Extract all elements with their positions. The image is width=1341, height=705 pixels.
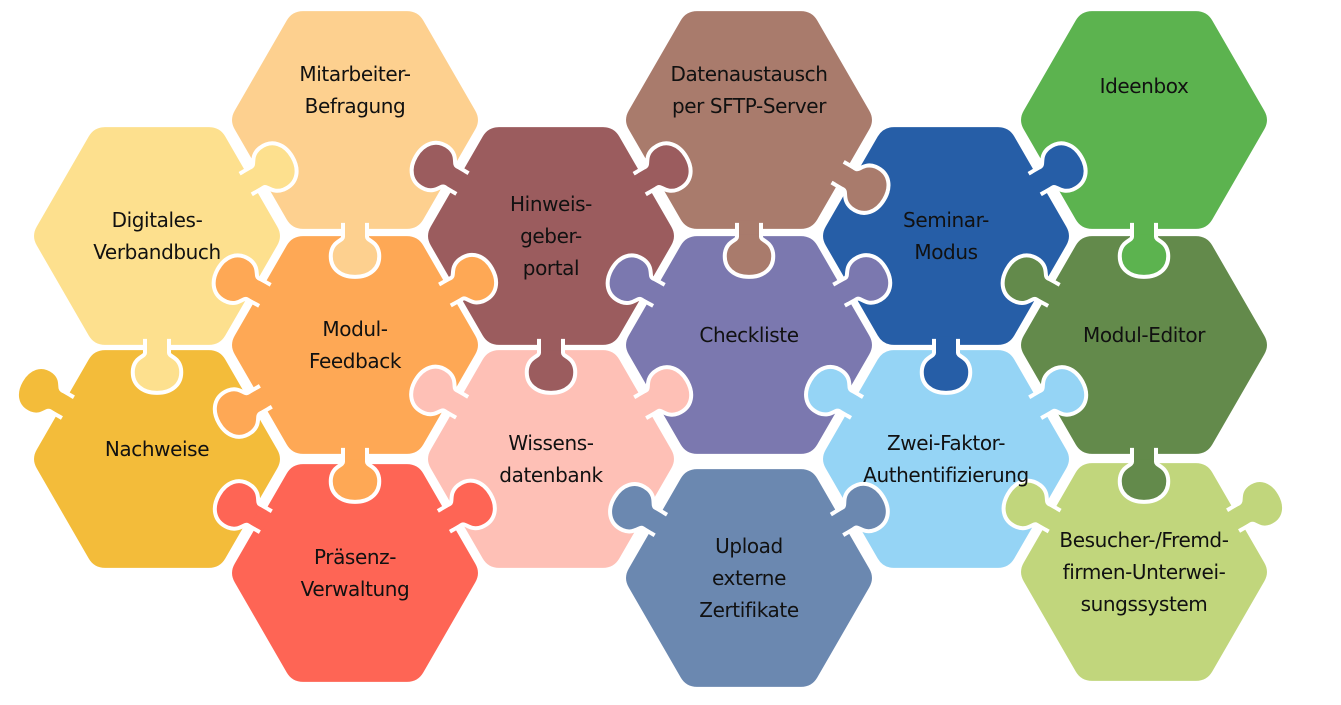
piece-label-nachweise: Nachweise	[105, 437, 209, 461]
piece-label-line: portal	[523, 256, 579, 280]
piece-label-seminar-modus: Seminar- Modus	[903, 208, 989, 264]
puzzle-tab-ideenbox-to-modul-editor	[1117, 220, 1171, 279]
piece-label-line: Befragung	[305, 94, 406, 118]
puzzle-piece-praesenz-verwaltung	[228, 460, 482, 686]
puzzle-tab-checkliste-to-hinweisgeberportal	[605, 253, 666, 308]
piece-label-ideenbox: Ideenbox	[1100, 74, 1189, 98]
piece-label-line: firmen-Unterwei-	[1063, 560, 1226, 584]
piece-label-line: Authentifizierung	[863, 463, 1029, 487]
piece-label-line: Zertifikate	[699, 598, 799, 622]
piece-label-line: Modul-Editor	[1083, 323, 1206, 347]
piece-label-line: Checkliste	[699, 323, 798, 347]
puzzle-tab-wissensdatenbank-to-checkliste	[633, 365, 694, 420]
piece-label-line: Nachweise	[105, 437, 209, 461]
piece-label-line: Präsenz-	[314, 545, 396, 569]
piece-label-line: Zwei-Faktor-	[887, 431, 1005, 455]
puzzle-piece-datenaustausch-sftp	[622, 7, 876, 233]
puzzle-tab-mitarbeiter-befragung-to-modul-feedback	[328, 220, 382, 279]
piece-label-modul-feedback: Modul- Feedback	[309, 317, 402, 373]
puzzle-tab-zwei-faktor-authentifizierung-to-checkliste	[804, 364, 865, 420]
puzzle-tab-modul-feedback-to-nachweise	[212, 384, 273, 439]
piece-label-line: Digitales-	[112, 208, 203, 232]
piece-label-line: Verwaltung	[301, 577, 410, 601]
puzzle-tab-hinweisgeberportal-to-mitarbeiter-befragung	[409, 140, 470, 196]
piece-label-digitales-verbandbuch: Digitales- Verbandbuch	[93, 208, 221, 264]
tab-layer	[14, 140, 1287, 538]
puzzle-tab-praesenz-verwaltung-to-wissensdatenbank	[436, 478, 497, 534]
piece-label-checkliste: Checkliste	[699, 323, 798, 347]
puzzle-tab-modul-feedback-to-digitales-verbandbuch	[211, 253, 272, 308]
piece-label-line: Mitarbeiter-	[299, 62, 410, 86]
puzzle-tab-seminar-modus-to-zwei-faktor-authentifizierung	[919, 336, 973, 395]
piece-label-line: Modul-	[322, 317, 387, 341]
puzzle-tab-besucher-fremdfirmen-unterweisungssystem-to-zwei-faktor-authentifizierung	[1001, 478, 1062, 534]
piece-label-line: geber-	[520, 224, 582, 248]
piece-label-line: externe	[712, 566, 786, 590]
piece-label-line: Feedback	[309, 349, 402, 373]
puzzle-tab-upload-externe-zertifikate-to-wissensdatenbank	[608, 482, 669, 538]
puzzle-tab-checkliste-to-seminar-modus	[832, 253, 893, 308]
puzzle-tab-datenaustausch-sftp-to-checkliste	[722, 220, 776, 279]
puzzle-tab-hinweisgeberportal-to-datenaustausch-sftp	[632, 141, 693, 197]
piece-label-line: Hinweis-	[510, 192, 592, 216]
puzzle-tab-besucher-fremdfirmen-unterweisungssystem-loose	[1226, 478, 1287, 533]
piece-label-hinweisgeberportal: Hinweis-geber-portal	[510, 192, 592, 280]
piece-label-praesenz-verwaltung: Präsenz- Verwaltung	[301, 545, 410, 601]
puzzle-piece-besucher-fremdfirmen-unterweisungssystem	[1017, 459, 1271, 685]
puzzle-tab-seminar-modus-to-ideenbox	[1027, 141, 1088, 197]
puzzle-tab-praesenz-verwaltung-to-nachweise	[212, 479, 273, 534]
piece-label-wissensdatenbank: Wissens-datenbank	[499, 431, 603, 487]
piece-label-line: Verbandbuch	[93, 240, 221, 264]
puzzle-tab-datenaustausch-sftp-to-seminar-modus	[830, 160, 891, 215]
puzzle-tab-modul-feedback-to-praesenz-verwaltung	[328, 445, 382, 504]
piece-label-modul-editor: Modul-Editor	[1083, 323, 1206, 347]
piece-label-line: Upload	[715, 534, 783, 558]
puzzle-piece-ideenbox	[1017, 7, 1271, 233]
puzzle-tab-modul-editor-to-besucher-fremdfirmen-unterweisungssystem	[1117, 445, 1171, 504]
puzzle-tab-modul-feedback-to-hinweisgeberportal	[438, 252, 499, 308]
piece-label-line: Besucher-/Fremd-	[1059, 528, 1228, 552]
puzzle-tab-nachweise-loose	[14, 365, 75, 420]
hex-layer	[30, 7, 1271, 691]
piece-label-zwei-faktor-authentifizierung: Zwei-Faktor- Authentifizierung	[863, 431, 1029, 487]
piece-label-mitarbeiter-befragung: Mitarbeiter- Befragung	[299, 62, 410, 118]
piece-label-line: Datenaustausch	[670, 62, 827, 86]
piece-label-line: Ideenbox	[1100, 74, 1189, 98]
puzzle-piece-upload-externe-zertifikate	[622, 465, 876, 691]
piece-label-line: Seminar-	[903, 208, 989, 232]
piece-label-line: per SFTP-Server	[672, 94, 827, 118]
puzzle-tab-upload-externe-zertifikate-to-zwei-faktor-authentifizierung	[829, 481, 890, 537]
piece-label-besucher-fremdfirmen-unterweisungssystem: Besucher-/Fremd-firmen-Unterwei-sungssys…	[1059, 528, 1228, 616]
puzzle-tab-hinweisgeberportal-to-wissensdatenbank	[524, 336, 578, 395]
piece-label-datenaustausch-sftp: Datenaustausch per SFTP-Server	[670, 62, 827, 118]
puzzle-tab-modul-editor-to-seminar-modus	[1000, 253, 1061, 308]
piece-label-line: Wissens-	[508, 431, 593, 455]
puzzle-tab-zwei-faktor-authentifizierung-to-modul-editor	[1028, 365, 1089, 420]
puzzle-tab-wissensdatenbank-to-modul-feedback	[409, 364, 470, 420]
piece-label-line: Modus	[914, 240, 977, 264]
piece-label-line: sungssystem	[1081, 592, 1208, 616]
piece-label-line: datenbank	[499, 463, 603, 487]
puzzle-tab-digitales-verbandbuch-to-nachweise	[130, 336, 184, 395]
puzzle-tab-digitales-verbandbuch-to-mitarbeiter-befragung	[238, 141, 299, 197]
puzzle-piece-mitarbeiter-befragung	[228, 7, 482, 233]
